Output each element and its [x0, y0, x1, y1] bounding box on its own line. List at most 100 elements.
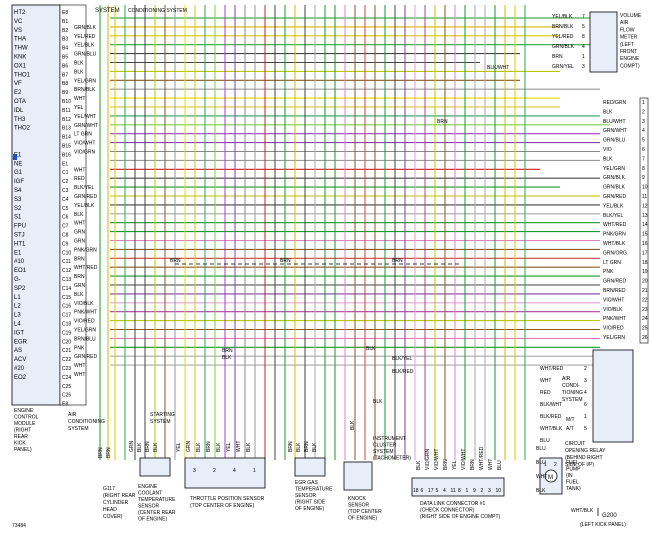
wire-color-label: PNK/WHT [74, 310, 97, 316]
wire-color-label: GRN [74, 283, 86, 289]
fuel-pump-pin-number: 1 [544, 462, 547, 468]
wire-bundle [99, 5, 610, 460]
wire-color-label: GRN [74, 230, 86, 236]
ecm-pin-label: OX1 [14, 63, 27, 69]
ecm-pin-id: C6 [62, 215, 69, 221]
ecm-pin-label: HT1 [14, 241, 26, 247]
ac-system-line: AIR [68, 412, 77, 418]
relay-caption-line: (BEHIND RIGHT [565, 455, 603, 461]
right-wire-label: BLK [603, 109, 613, 115]
relay-mt-label: M/T [566, 417, 575, 423]
right-pin-number: 5 [642, 138, 645, 144]
fuel-pump-wire-label: WHT [536, 474, 547, 480]
ecm-pin-id: C1 [62, 170, 69, 176]
egr-sensor-body [294, 457, 326, 477]
right-wire-label: GRN/WHT [603, 128, 627, 134]
tps-wire-label: GRN [186, 441, 192, 453]
label-brn-2: BRN [170, 258, 181, 264]
ecm-pin-id: C19 [62, 330, 71, 336]
right-wire-label: WHT/RED [603, 222, 627, 228]
tps-wire-label: BRN [206, 441, 212, 452]
ecm-pin-label: KNK [14, 55, 26, 61]
right-wire-label: BLK [603, 156, 613, 162]
wire-color-label: GRN/RED [74, 194, 97, 200]
relay-wire-label: WHT/BLK [540, 426, 563, 432]
ecm-pin-label: S2 [14, 206, 22, 212]
relay-pin-number: 4 [584, 390, 587, 396]
ecm-pin-label: E1 [14, 152, 22, 158]
ecm-pin-id: B8 [62, 81, 68, 87]
ect-wire-label: BLK [137, 442, 143, 452]
vaf-pin-number: 3 [582, 64, 585, 70]
ecm-pin-id: C13 [62, 277, 71, 283]
wire-color-label: WHT/RED [74, 265, 98, 271]
right-wire-label: PNK [603, 269, 614, 275]
right-wire-label: LT GRN [603, 260, 621, 266]
ecm-pin-id: C21 [62, 348, 71, 354]
ecm-pin-id: C16 [62, 304, 71, 310]
starting-system-line: SYSTEM [150, 419, 171, 425]
ect-wire-label: BRN [145, 441, 151, 452]
g117-caption-line: G117 [103, 486, 115, 492]
ecm-pin-id: C9 [62, 241, 69, 247]
dlc-wire-label: YEL [452, 460, 458, 470]
wire-color-label: YEL/GRN [74, 328, 96, 334]
dlc-pin-number: 9 [473, 488, 476, 494]
egr-caption-line: SENSOR [295, 493, 317, 499]
knock-caption-line: KNOCK [348, 496, 366, 502]
dlc-wire-label: VIO/WHT [461, 449, 467, 470]
tps-caption-line: THROTTLE POSITION SENSOR [190, 496, 265, 502]
relay-pin-number: 6 [584, 402, 587, 408]
ecm-pin-id: C22 [62, 357, 71, 363]
fuel-pump-motor-letter: M [548, 475, 553, 481]
relay-wire-label: WHT [540, 378, 551, 384]
wire-color-label: LT GRN [74, 132, 92, 138]
relay-wire-label: BLK/WHT [540, 402, 562, 408]
wire-color-label: BLK [74, 69, 84, 75]
dlc-wire-label: BLU [497, 460, 503, 470]
ecm-pin-id: B12 [62, 117, 71, 123]
wire-color-label: BLK/YEL [74, 185, 95, 191]
ecm-pin-id: C10 [62, 250, 71, 256]
ecm-pin-id: B2 [62, 28, 68, 34]
ect-caption-line: COOLANT [138, 491, 162, 497]
label-brn-blk-b: BLK [222, 355, 232, 361]
vaf-wire-label: YEL/RED [552, 34, 574, 40]
label-blk-2: BLK [373, 399, 383, 405]
ecm-pin-id: B11 [62, 108, 71, 114]
wire-color-label: BRN [74, 274, 85, 280]
relay-wire-label: BLK/RED [540, 414, 562, 420]
ecm-pin-ids: E8B1B2B3B4B5B6B7B8B9B10B11B12B13B14B15B1… [62, 10, 71, 408]
ground-g200: G200 WHT/BLK (LEFT KICK PANEL) [571, 508, 626, 528]
ecm-pin-label: EO1 [14, 268, 27, 274]
ecm-pin-id: C24 [62, 375, 71, 381]
dlc-pin-number: 2 [481, 488, 484, 494]
tps-pin-number: 2 [213, 468, 216, 474]
ecm-pin-label: L3 [14, 313, 21, 319]
wire-color-label: GRN/WHT [74, 123, 98, 129]
dlc-wire-label: WHT/RED [479, 446, 485, 470]
ecm-pin-id: B14 [62, 135, 71, 141]
vaf-wire-label: GRN/BLK [552, 44, 575, 50]
g200-note: (LEFT KICK PANEL) [580, 522, 626, 528]
relay-ac-line: SYSTEM [562, 397, 583, 403]
ect-caption-line: ENGINE [138, 484, 158, 490]
vaf-wire-labels: YEL/BLKBRN/BLKYEL/REDGRN/BLKBRNGRN/YEL75… [552, 14, 585, 70]
vaf-caption-line: FLOW [620, 27, 635, 33]
dlc-wire-label: VIO/GRN [425, 448, 431, 470]
ecm-pin-id: B13 [62, 126, 71, 132]
relay-body [592, 349, 634, 443]
wire-color-label: BLK [74, 61, 84, 67]
relay-wire-label: BLU [540, 438, 550, 444]
ect-caption-line: TEMPERATURE [138, 497, 176, 503]
ecm-pin-label: THA [14, 37, 26, 43]
right-wire-label: WHT/BLK [603, 241, 626, 247]
label-brn-3: BRN [280, 258, 291, 264]
ecm-pin-label: G1 [14, 170, 23, 176]
top-label-system: SYSTEM [95, 8, 120, 14]
knock-caption-line: OF ENGINE) [348, 516, 378, 522]
wire-color-label: YEL/BLK [74, 203, 95, 209]
wire-color-label: GRN/RED [74, 354, 97, 360]
